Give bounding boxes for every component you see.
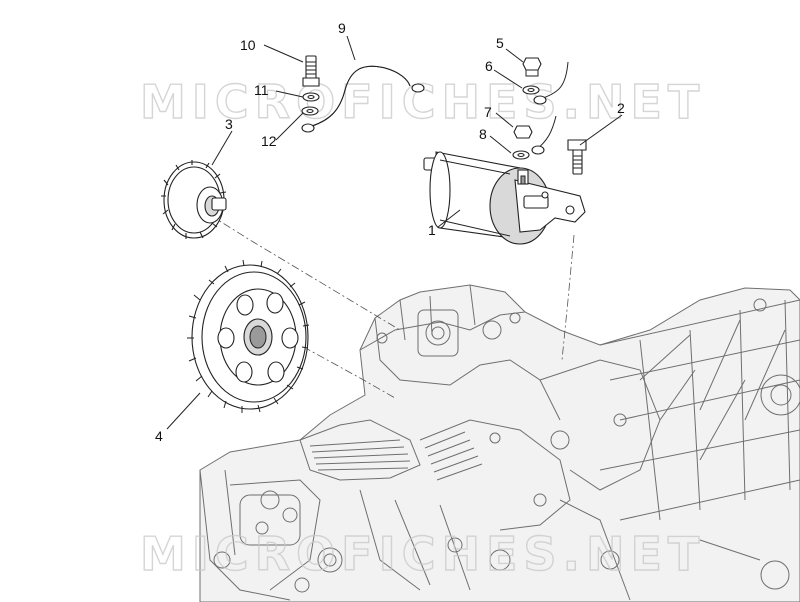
part-6-washer[interactable] [522, 85, 540, 95]
callout-6: 6 [485, 58, 493, 74]
callout-3: 3 [225, 116, 233, 132]
part-1-starter-motor[interactable] [423, 151, 586, 245]
callout-2: 2 [617, 100, 625, 116]
callout-7: 7 [484, 104, 492, 120]
watermark-bottom: MICROFICHES.NET [140, 527, 705, 581]
callout-5: 5 [496, 35, 504, 51]
leader-lines [166, 35, 623, 430]
part-10-bolt[interactable] [302, 55, 320, 87]
part-11-washer[interactable] [302, 92, 320, 102]
assembly-centerlines [209, 214, 575, 399]
part-12-washer[interactable] [301, 106, 319, 116]
callout-10: 10 [240, 37, 256, 53]
callout-12: 12 [261, 133, 277, 149]
starter-wire-lead [531, 61, 569, 155]
engine-crankcase [199, 284, 800, 602]
callout-8: 8 [479, 126, 487, 142]
part-8-washer[interactable] [512, 150, 530, 160]
callout-1: 1 [428, 222, 436, 238]
callout-4: 4 [155, 428, 163, 444]
callout-9: 9 [338, 20, 346, 36]
part-7-nut[interactable] [513, 125, 533, 139]
callout-11: 11 [254, 82, 269, 98]
part-5-nut[interactable] [522, 57, 542, 77]
part-4-driven-gear[interactable] [187, 259, 310, 413]
callout-labels: 10 9 11 12 3 5 6 7 8 2 1 4 [155, 20, 625, 444]
part-9-cable[interactable] [301, 65, 425, 133]
part-3-starter-pinion-gear[interactable] [161, 160, 227, 239]
part-2-screw[interactable] [567, 139, 587, 175]
watermark-top: MICROFICHES.NET [140, 75, 705, 129]
